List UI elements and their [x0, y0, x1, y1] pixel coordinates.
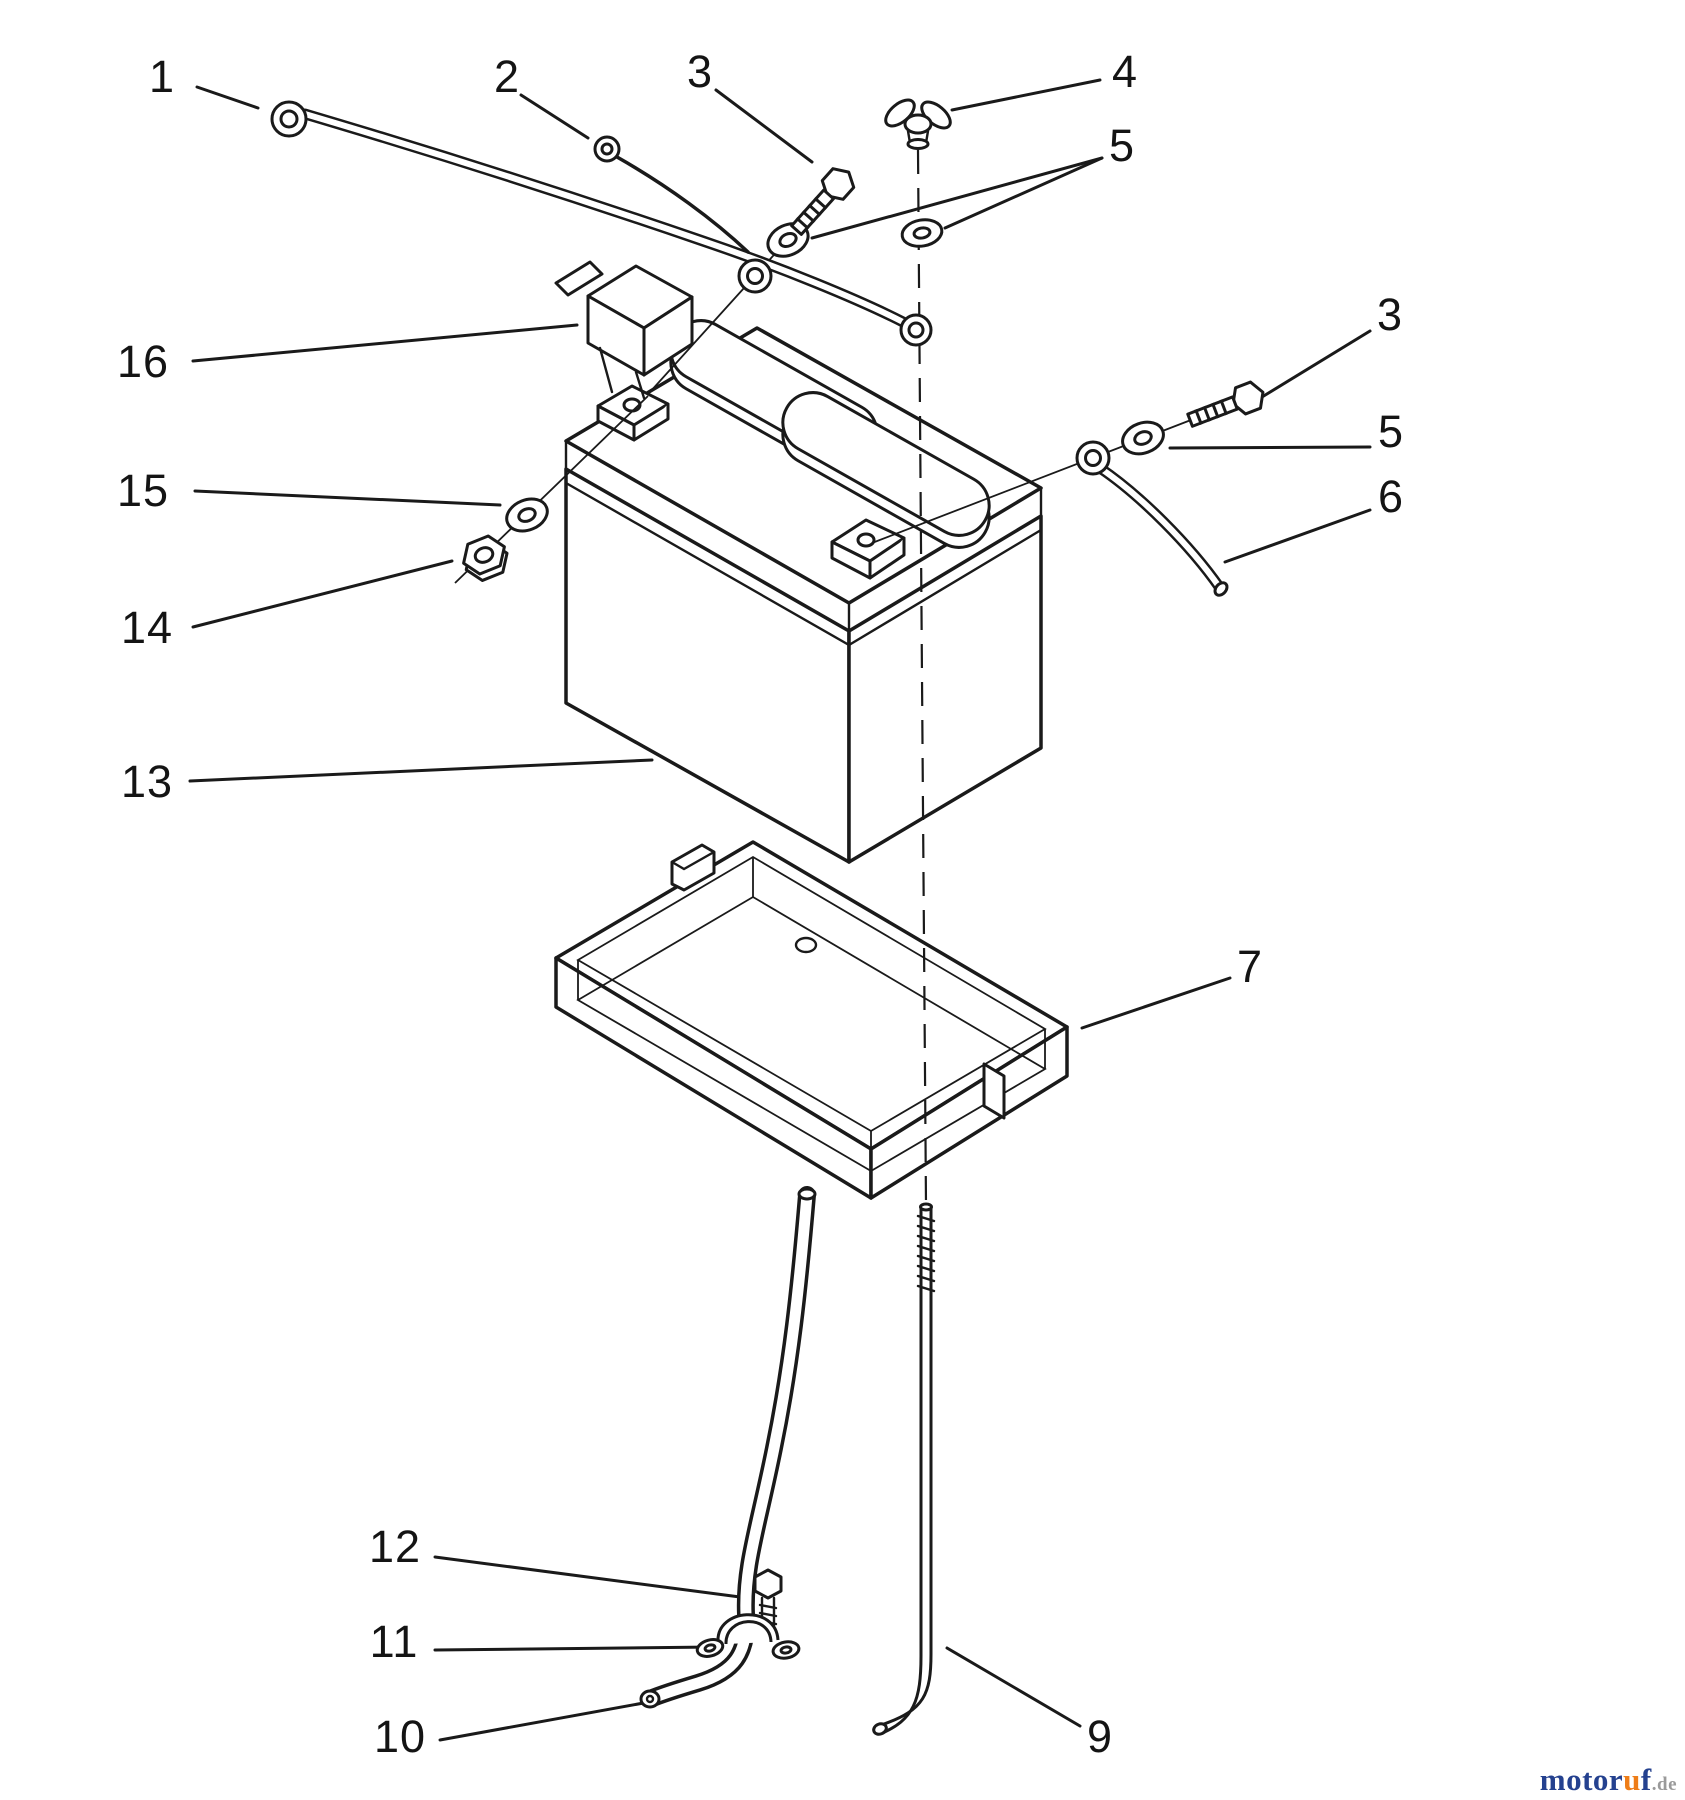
right-hardware: [1075, 377, 1270, 597]
callout-5-top: 5: [1108, 120, 1136, 171]
positive-cable-6: [1094, 462, 1229, 597]
wire-eyelet-2: [593, 135, 621, 163]
callout-1: 1: [148, 51, 176, 102]
callout-13: 13: [120, 756, 174, 807]
terminal-cover: [554, 260, 694, 400]
callout-2: 2: [493, 51, 521, 102]
battery: [564, 319, 1043, 864]
callout-3-right: 3: [1376, 289, 1404, 340]
battery-tray: [554, 840, 1069, 1200]
cable-ring-terminal-1: [270, 100, 308, 138]
callout-4: 4: [1111, 46, 1139, 97]
watermark-brand-accent: u: [1623, 1762, 1641, 1797]
callout-3-top: 3: [686, 46, 714, 97]
tube-clamp-11: [695, 1613, 801, 1660]
callout-7: 7: [1236, 941, 1264, 992]
flat-washer-15: [505, 497, 549, 533]
battery-cell-caps: [669, 319, 991, 549]
rod-threads: [916, 1214, 936, 1293]
battery-terminal-right: [830, 518, 906, 580]
wing-nut-4: [884, 98, 952, 150]
cable-eyelet: [899, 313, 933, 347]
callout-10: 10: [373, 1711, 427, 1762]
callout-6: 6: [1377, 471, 1405, 522]
drain-tube: [639, 1186, 817, 1709]
watermark-brand-prefix: motor: [1539, 1762, 1624, 1797]
lead-wire-2: [593, 135, 750, 254]
battery-cable-1: [270, 100, 933, 347]
callout-14: 14: [120, 602, 174, 653]
watermark-brand-suffix: f: [1640, 1762, 1652, 1797]
callout-16: 16: [116, 336, 170, 387]
ring-terminal-right: [1075, 440, 1111, 476]
tube-end-10: [639, 1689, 661, 1709]
hold-down-rod-9: [872, 1202, 936, 1736]
tray-hole: [794, 936, 818, 954]
callout-11: 11: [369, 1616, 419, 1667]
battery-terminal-left: [596, 384, 670, 442]
callout-12: 12: [368, 1521, 422, 1572]
ring-terminal-5: [737, 258, 773, 294]
washer-5-right: [1116, 415, 1170, 461]
clamp-bolt-12: [753, 1568, 783, 1628]
bolt-3-right: [1183, 377, 1270, 435]
callout-15: 15: [116, 465, 170, 516]
callout-9: 9: [1086, 1711, 1114, 1762]
washer-5-wingnut: [900, 218, 944, 248]
watermark-tld: .de: [1651, 1774, 1677, 1795]
watermark-logo: motoruf.de: [1540, 1762, 1677, 1798]
callout-5-right: 5: [1377, 406, 1405, 457]
leader-lines: [188, 78, 1372, 1742]
hex-nut-14: [462, 534, 509, 582]
